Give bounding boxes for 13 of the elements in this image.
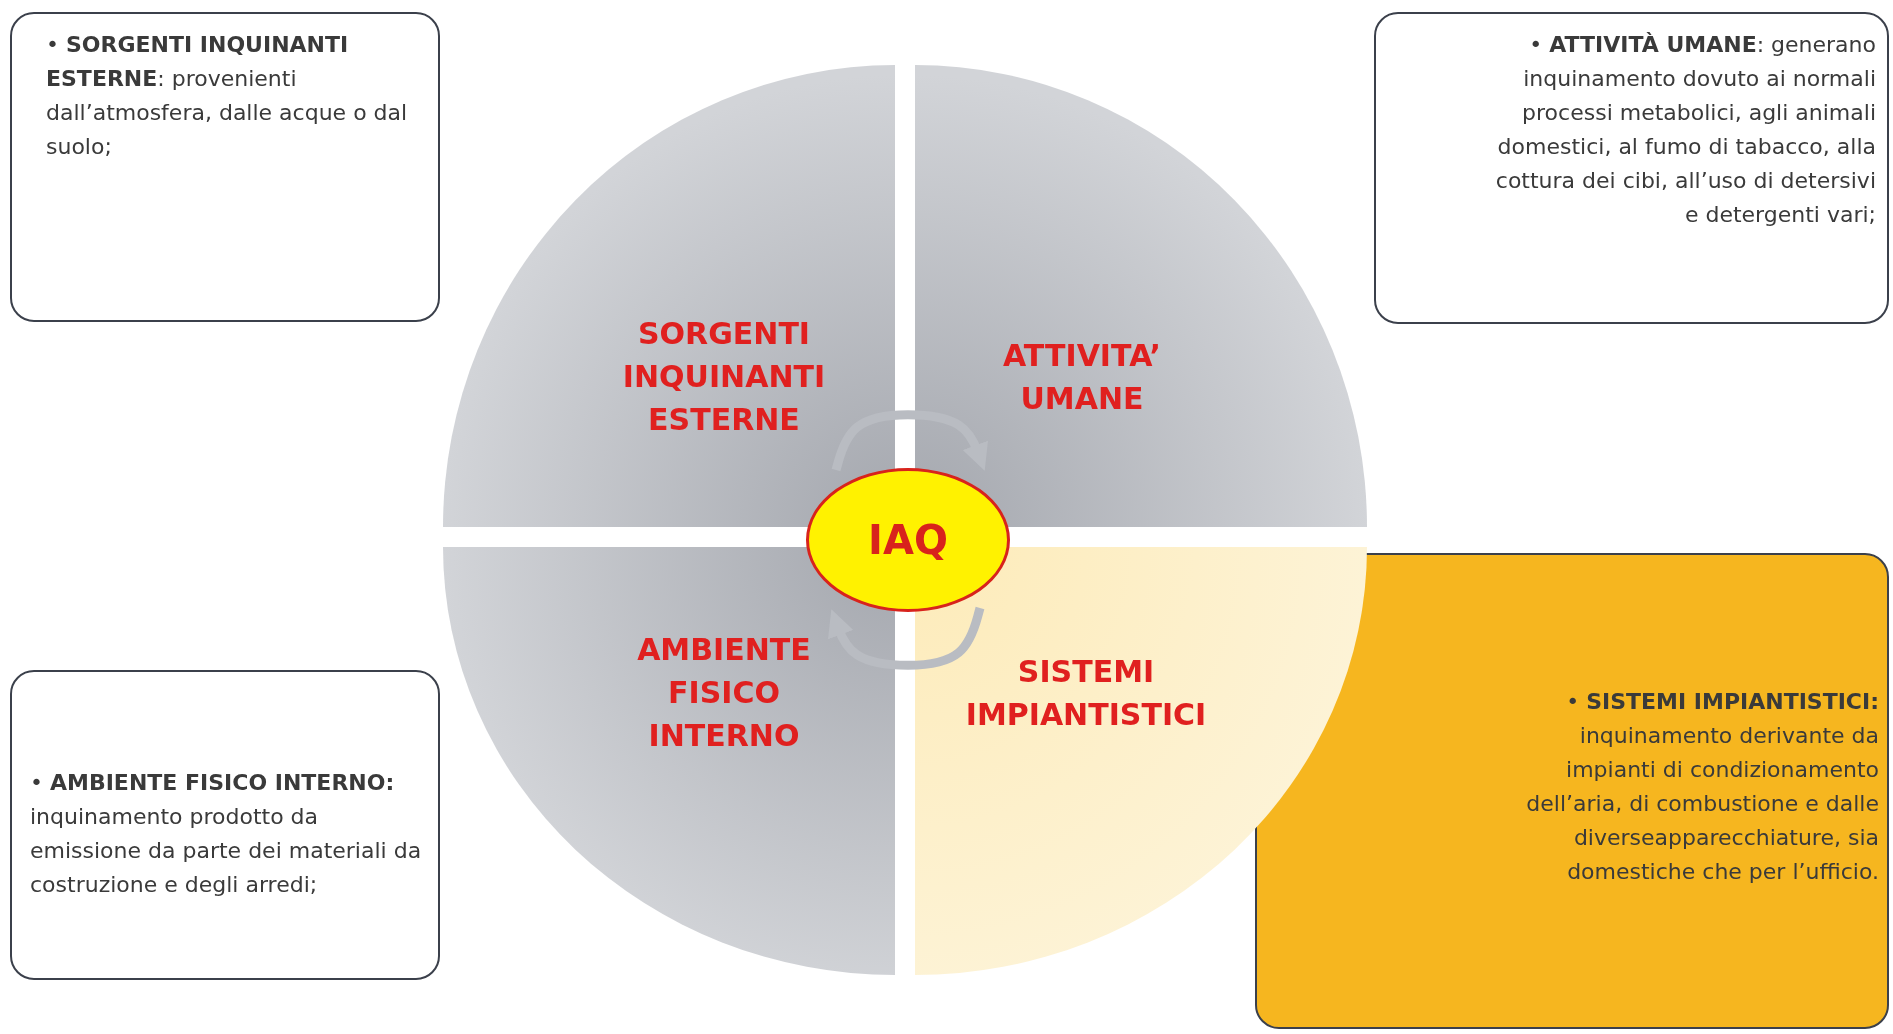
description-text: • AMBIENTE FISICO INTERNO: inquinamento prodotto da emissione da parte dei materiali da costruzione e degli arredi;: [30, 769, 423, 899]
quadrant-title: AMBIENTE FISICO INTERNO: [636, 631, 812, 755]
text-card: [1255, 553, 1889, 1029]
text-card: [10, 670, 440, 980]
quadrant-title: SISTEMI IMPIANTISTICI: [964, 653, 1208, 734]
description-text: • ATTIVITÀ UMANE: generano inquinamento dovuto ai normali processi metabolici, agli animali domestici, al fumo di tabacco, alla cottura dei cibi, all’uso di detersivi e detergenti vari;: [1494, 31, 1876, 229]
center-label: IAQ: [868, 517, 948, 563]
description-text: • SORGENTI INQUINANTI ESTERNE: provenienti dall’atmosfera, dalle acque o dal suolo;: [46, 31, 409, 161]
quadrant-title: SORGENTI INQUINANTI ESTERNE: [621, 315, 827, 439]
description-text: • SISTEMI IMPIANTISTICI: inquinamento derivante da impianti di condizionamento dell’aria, di combustione e dalle diverseapparecchiature, sia domestiche che per l’ufficio.: [1525, 688, 1879, 886]
text-card: [10, 12, 440, 322]
text-card: [1374, 12, 1889, 324]
quadrant-title: ATTIVITA’ UMANE: [1001, 337, 1162, 418]
